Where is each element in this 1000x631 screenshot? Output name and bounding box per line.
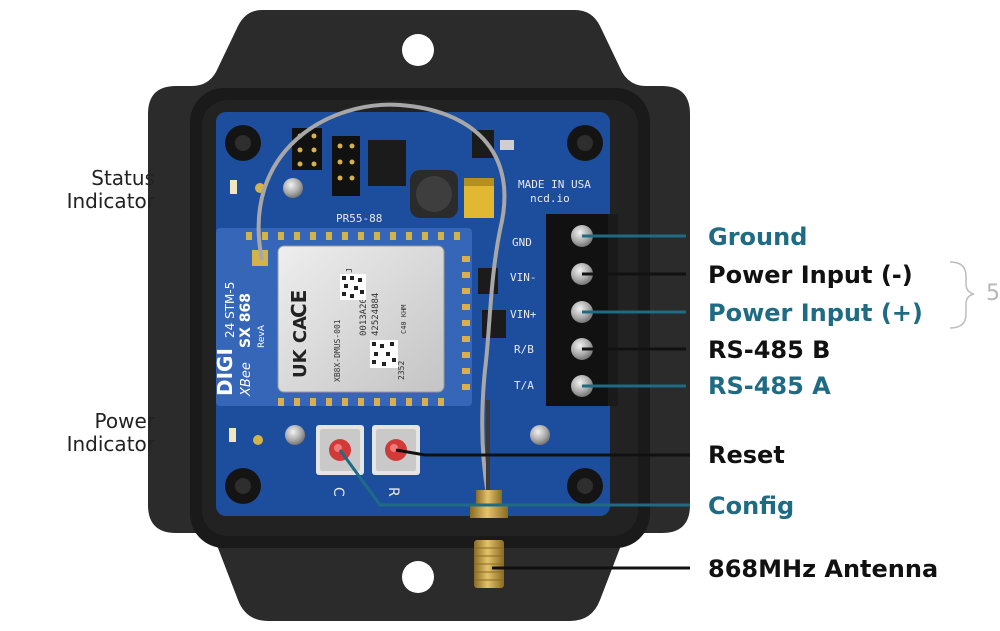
module-model: SX 868 — [238, 293, 254, 348]
board-screw — [283, 178, 303, 198]
mount-hole-bottom — [402, 561, 434, 593]
power-indicator-line2: Indicator — [66, 432, 155, 456]
module-side-text: 24 STM-5 — [223, 282, 237, 338]
power-indicator-label: Power Indicator — [5, 410, 155, 456]
datamatrix-bottom — [370, 340, 398, 368]
cert-ce: CE — [287, 290, 311, 318]
button-label-r: R — [385, 487, 401, 497]
callout-antenna: 868MHz Antenna — [708, 555, 939, 583]
serial-line1: 0013A200 — [359, 293, 369, 336]
status-indicator-label: Status Indicator — [5, 167, 155, 213]
power-led — [229, 428, 236, 442]
serial-line2: 42524884 — [371, 293, 381, 336]
xbee-module: DIGI XBee SX 868 24 STM-5 RevA UK CA CE … — [213, 228, 472, 406]
board-screw — [530, 425, 550, 445]
sma-connector — [470, 490, 508, 588]
status-led — [230, 180, 237, 194]
terminal-label-gnd: GND — [512, 236, 532, 249]
serial-small: C40 KHM — [400, 304, 408, 334]
leader-reset — [395, 448, 690, 457]
module-rev: RevA — [257, 324, 267, 348]
callout-reset: Reset — [708, 441, 785, 469]
silkscreen-site: ncd.io — [530, 192, 570, 205]
callout-power-input-neg: Power Input (-) — [708, 261, 913, 289]
board-screw — [285, 425, 305, 445]
board-id: PR55-88 — [336, 212, 382, 225]
terminal-label-ta: T/A — [514, 379, 534, 392]
terminal-label-rb: R/B — [514, 343, 534, 356]
datamatrix-top — [340, 274, 366, 300]
callout-rs485-b: RS-485 B — [708, 336, 831, 364]
callout-rs485-a: RS-485 A — [708, 372, 831, 400]
lot-number: 2352 — [397, 361, 406, 380]
callout-config: Config — [708, 492, 795, 520]
antenna-cable — [256, 102, 507, 496]
ic-chip — [368, 140, 406, 186]
terminal-label-vin-pos: VIN+ — [510, 308, 537, 321]
button-label-c: C — [330, 487, 346, 497]
brace — [949, 261, 975, 329]
terminal-label-vin-neg: VIN- — [510, 271, 537, 284]
cert-ukca: UK CA — [290, 316, 311, 378]
status-indicator-line2: Indicator — [66, 189, 155, 213]
leader-lines — [338, 234, 690, 570]
mount-hole-top — [402, 34, 434, 66]
module-series: XBee — [239, 362, 254, 397]
part-number: XB8X-DMUS-001 — [333, 319, 342, 382]
brace-note: 5 — [986, 281, 1000, 306]
silkscreen-made: MADE IN USA — [518, 178, 591, 191]
leader-config — [338, 449, 690, 507]
callout-power-input-pos: Power Input (+) — [708, 299, 923, 327]
status-indicator-line1: Status — [91, 166, 155, 190]
rf-shield — [277, 245, 445, 393]
power-indicator-line1: Power — [94, 409, 155, 433]
header-pins — [292, 128, 360, 196]
callout-ground: Ground — [708, 223, 808, 251]
module-brand: DIGI — [213, 348, 237, 396]
